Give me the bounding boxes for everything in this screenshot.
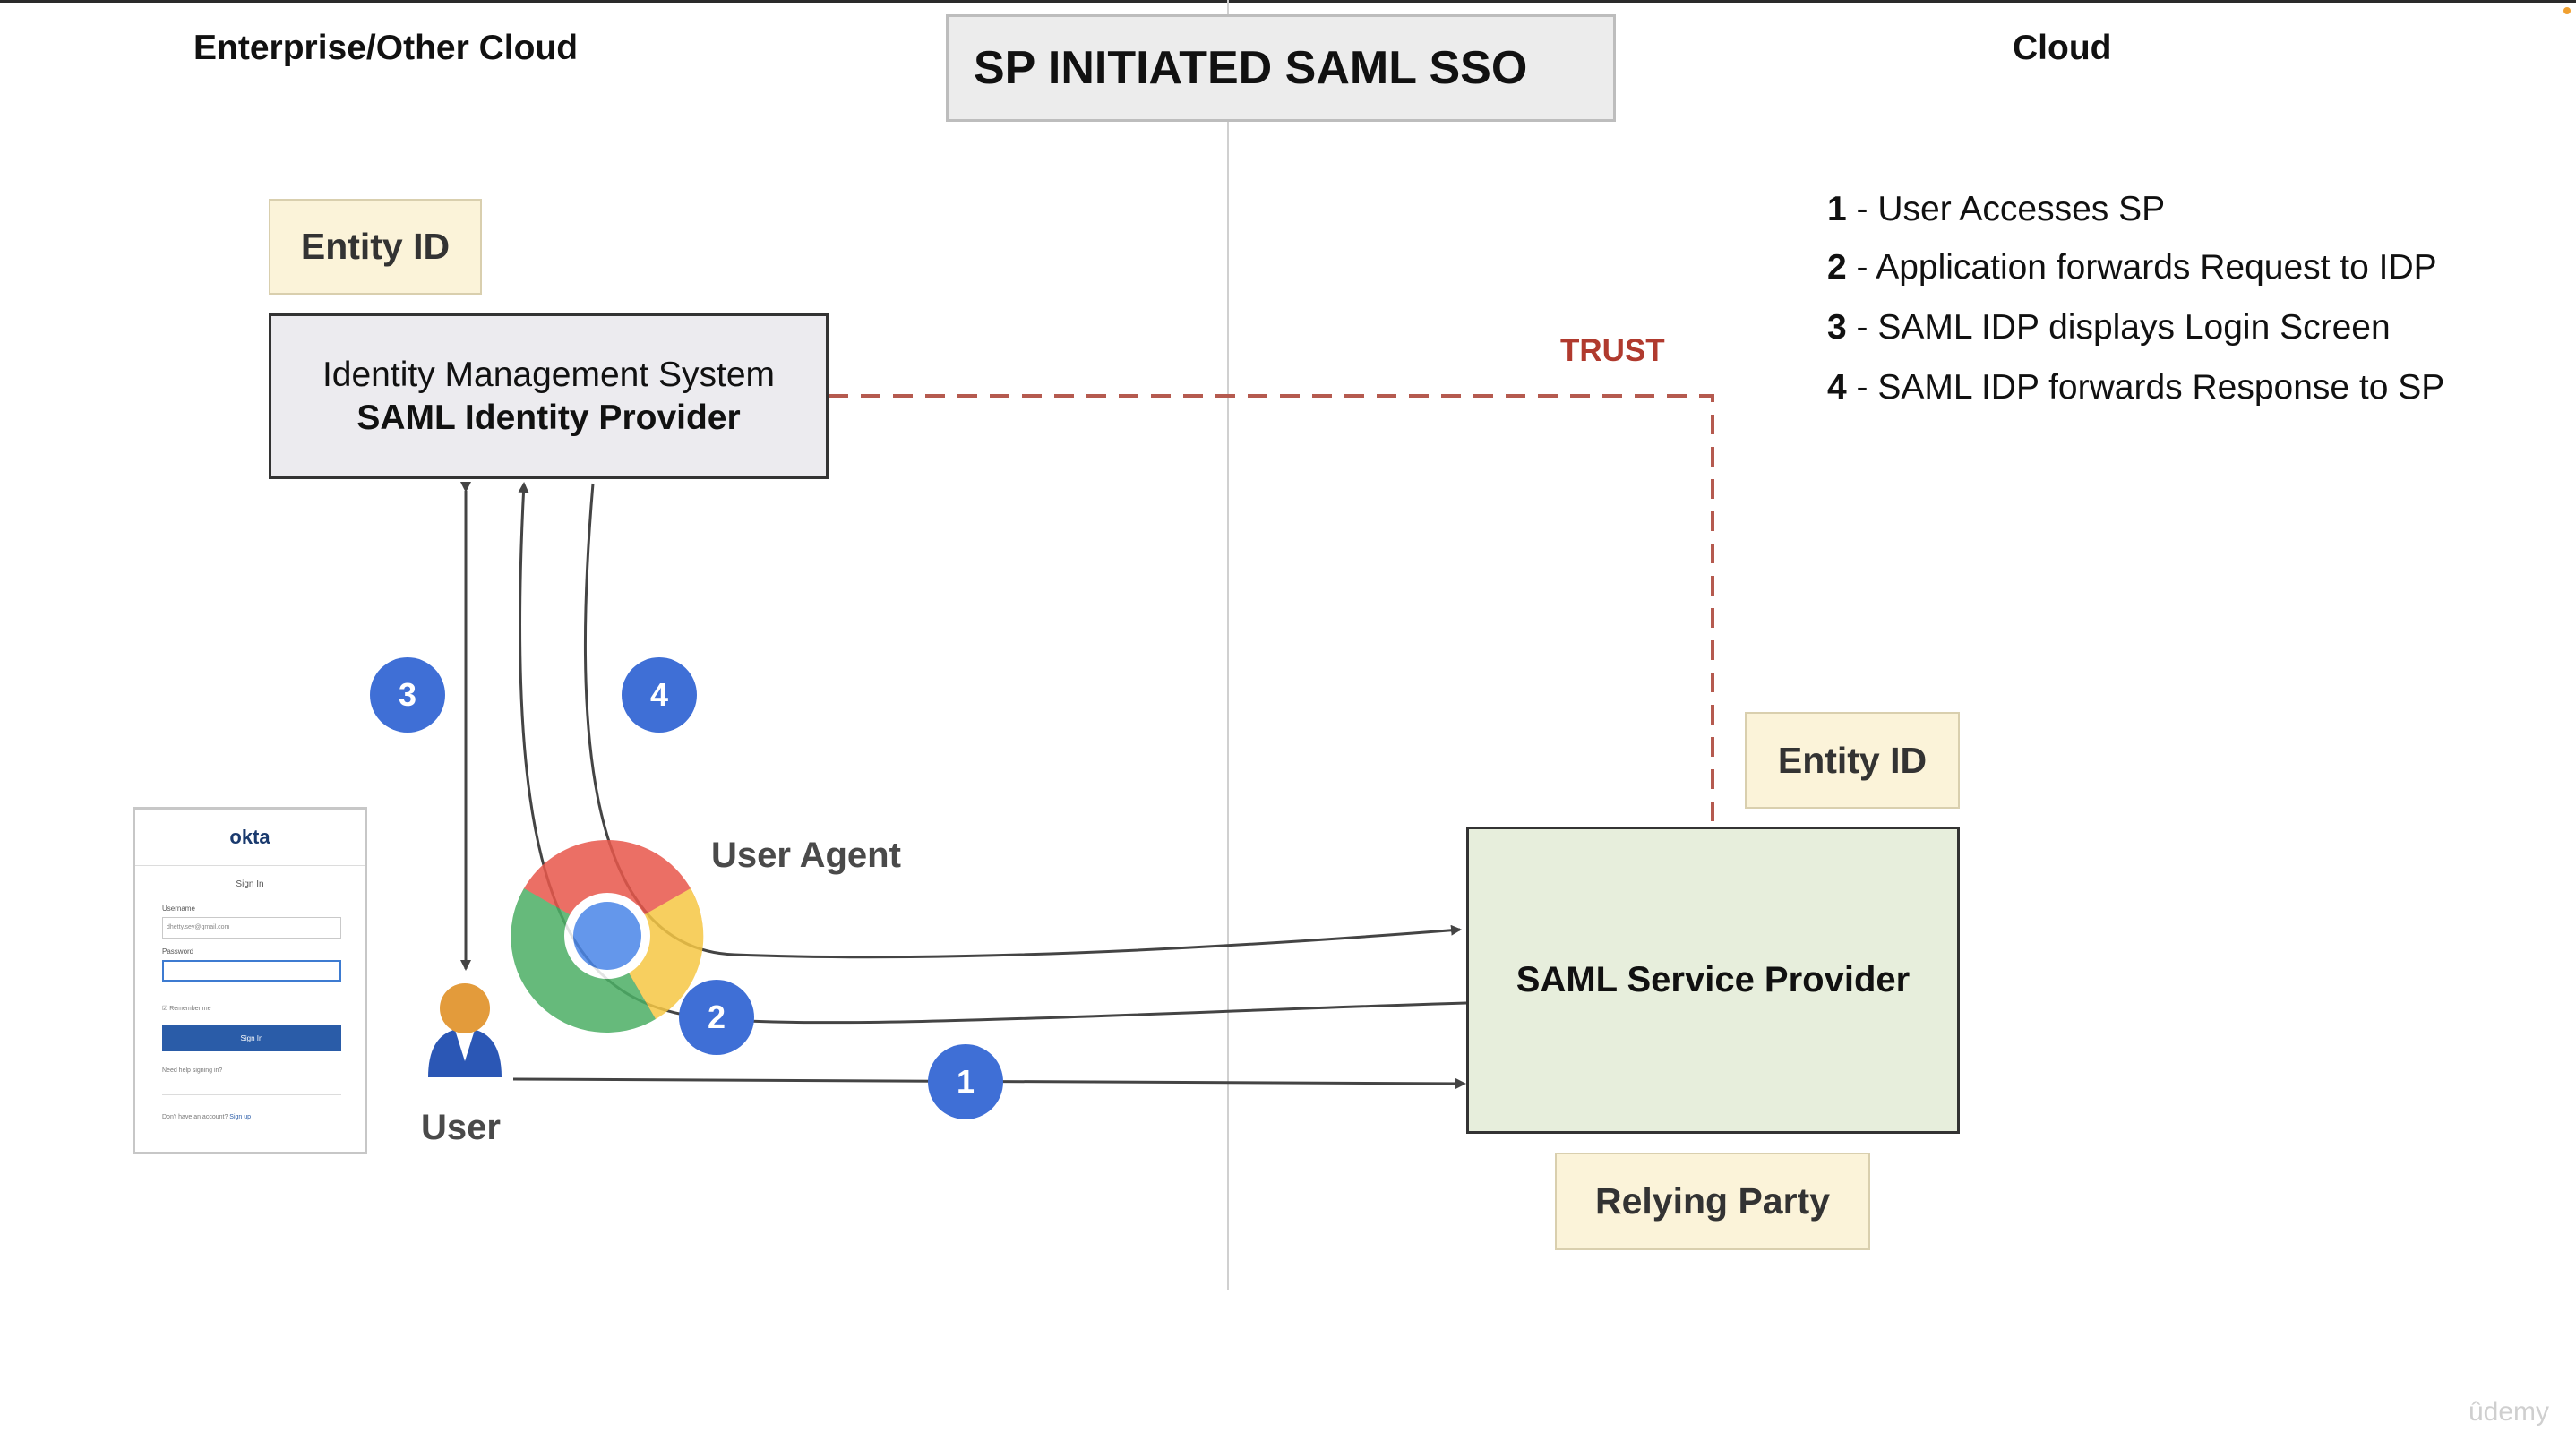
identity-provider-box: Identity Management System SAML Identity… [269,313,829,479]
trust-label: TRUST [1560,333,1665,368]
relying-party-tag: Relying Party [1555,1153,1870,1250]
okta-password-field[interactable] [162,960,341,982]
okta-divider [135,865,365,866]
user-label: User [421,1108,501,1147]
okta-logo: okta [229,826,270,848]
okta-username-field[interactable]: dhetty.sey@gmail.com [162,917,341,939]
zone-divider [1227,0,1229,1290]
okta-signin-button[interactable]: Sign In [162,1025,341,1051]
legend-num: 3 [1827,308,1847,347]
okta-password-label: Password [162,947,194,956]
legend-item: 3 - SAML IDP displays Login Screen [1827,308,2444,368]
legend-text: - User Accesses SP [1846,190,2166,228]
legend-num: 1 [1827,190,1847,228]
trust-link [829,394,1714,827]
okta-heading: Sign In [236,879,264,889]
step4-connector [583,483,1462,959]
okta-footer: Don't have an account? Sign up [162,1114,251,1120]
okta-remember-checkbox[interactable]: ☑ Remember me [162,1006,211,1012]
status-dot [2563,7,2571,14]
legend-text: - SAML IDP forwards Response to SP [1846,368,2445,407]
left-zone-label: Enterprise/Other Cloud [193,29,579,67]
step-legend: 1 - User Accesses SP 2 - Application for… [1827,190,2444,428]
idp-line1: Identity Management System [322,355,776,394]
legend-text: - Application forwards Request to IDP [1846,248,2437,287]
diagram-title: SP INITIATED SAML SSO [946,14,1616,122]
okta-divider-2 [162,1094,341,1095]
idp-line2: SAML Identity Provider [356,398,741,437]
okta-footer-text: Don't have an account? [162,1114,228,1120]
okta-login-screenshot: okta Sign In Username dhetty.sey@gmail.c… [133,807,367,1154]
legend-item: 1 - User Accesses SP [1827,190,2444,250]
legend-text: - SAML IDP displays Login Screen [1846,308,2391,347]
service-provider-box: SAML Service Provider [1466,827,1960,1134]
step-badge-3: 3 [370,657,445,733]
legend-item: 2 - Application forwards Request to IDP [1827,248,2444,308]
user-avatar-icon [428,983,502,1077]
step-badge-1: 1 [928,1044,1003,1119]
idp-entity-id-tag: Entity ID [269,199,482,295]
sp-entity-id-tag: Entity ID [1745,712,1960,809]
step-badge-4: 4 [622,657,697,733]
right-zone-label: Cloud [2013,29,2112,67]
okta-help-link[interactable]: Need help signing in? [162,1067,223,1074]
legend-num: 2 [1827,248,1847,287]
udemy-watermark: ûdemy [2469,1397,2550,1427]
legend-num: 4 [1827,368,1847,407]
top-border [0,0,2576,3]
user-agent-label: User Agent [711,836,901,875]
legend-item: 4 - SAML IDP forwards Response to SP [1827,368,2444,428]
chrome-browser-icon [511,840,704,1033]
step-badge-2: 2 [679,980,754,1055]
okta-signup-link[interactable]: Sign up [229,1114,252,1120]
okta-remember-label: Remember me [169,1006,211,1012]
okta-username-label: Username [162,905,195,913]
